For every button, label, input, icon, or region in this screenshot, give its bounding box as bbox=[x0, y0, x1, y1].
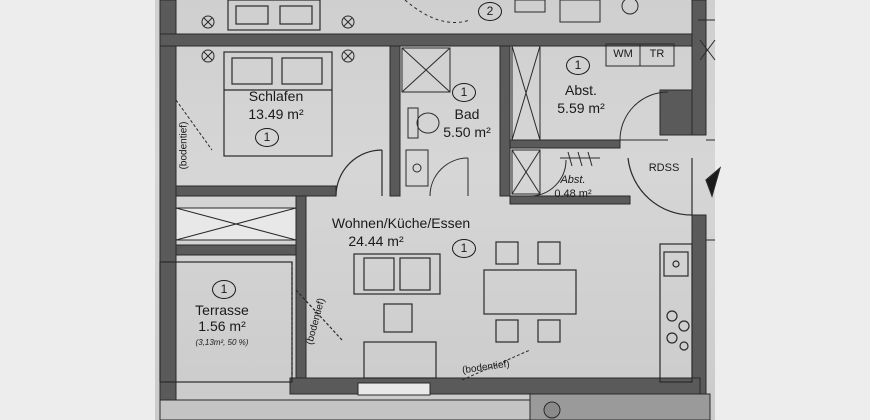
wall-living-left bbox=[295, 195, 307, 379]
dining-table bbox=[483, 269, 577, 315]
living-name: Wohnen/Küche/Essen bbox=[331, 215, 471, 231]
wall-bed-bath bbox=[389, 45, 401, 197]
bedroom-name: Schlafen bbox=[248, 88, 304, 104]
washer-label: WM bbox=[613, 48, 633, 60]
shower bbox=[401, 47, 451, 93]
wall-bottom bbox=[289, 377, 701, 395]
kitchen-counter bbox=[659, 243, 693, 383]
small-storage-name: Abst. bbox=[560, 174, 586, 186]
wall-bed-bottom bbox=[175, 185, 337, 197]
wall-corner bbox=[659, 89, 693, 136]
coffee-table bbox=[383, 303, 413, 333]
storage-name: Abst. bbox=[565, 82, 597, 98]
wall-bath-abst bbox=[499, 45, 511, 197]
wall-small-abst-bottom bbox=[509, 195, 631, 205]
wall-window-band bbox=[175, 244, 297, 256]
wall-left bbox=[159, 0, 177, 420]
dryer-label: TR bbox=[649, 48, 665, 60]
bodentief-label-bedroom: (bodentief) bbox=[178, 121, 190, 170]
pillow-right bbox=[281, 57, 323, 85]
terrace-area: 1.56 m² bbox=[198, 318, 246, 334]
living-area: 24.44 m² bbox=[348, 233, 404, 249]
storage-area: 5.59 m² bbox=[557, 100, 605, 116]
rdss-label: RDSS bbox=[648, 162, 680, 174]
living-badge: 1 bbox=[452, 239, 476, 258]
storage-badge: 1 bbox=[566, 56, 590, 75]
door-sill bbox=[357, 382, 431, 396]
pillow-left bbox=[231, 57, 273, 85]
bath-name: Bad bbox=[454, 106, 480, 122]
terrace-badge: 1 bbox=[212, 280, 236, 299]
wall-right-upper bbox=[691, 0, 707, 136]
top-badge: 2 bbox=[478, 2, 502, 21]
bedroom-badge: 1 bbox=[255, 128, 279, 147]
sofa bbox=[353, 253, 441, 295]
wall-abst-bottom bbox=[509, 139, 621, 149]
small-storage-area: 0.48 m² bbox=[554, 188, 592, 200]
wall-right-lower bbox=[691, 214, 707, 396]
dryer-box bbox=[639, 43, 675, 67]
bath-area: 5.50 m² bbox=[443, 124, 491, 140]
bedroom-area: 13.49 m² bbox=[248, 106, 304, 122]
bed-outline bbox=[223, 51, 333, 157]
terrace-note: (3,13m², 50 %) bbox=[195, 338, 249, 347]
terrace-name: Terrasse bbox=[195, 302, 249, 318]
bath-badge: 1 bbox=[452, 83, 476, 102]
